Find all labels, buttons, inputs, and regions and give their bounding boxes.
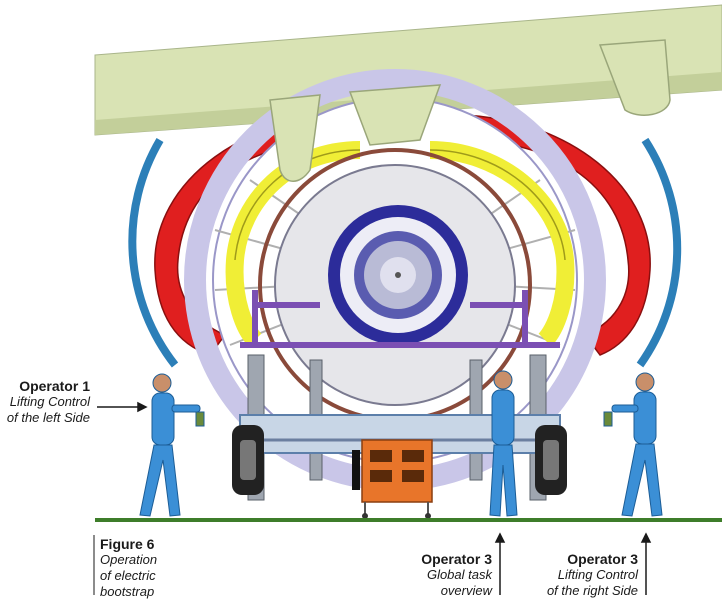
operator-left-figure: [139, 373, 205, 517]
operator3-right-label: Operator 3 Lifting Control of the right …: [520, 551, 638, 599]
operator3-right-line1: Lifting Control: [557, 567, 638, 582]
operator3-global-line1: Global task: [426, 567, 492, 582]
figure-line1: Operation: [100, 552, 158, 567]
right-yellow-edge: [429, 149, 566, 261]
right-red-cowl: [439, 114, 651, 356]
core-tip: [395, 272, 401, 278]
operator-right-figure: [603, 372, 663, 517]
operator3-right-line2: of the right Side: [546, 583, 638, 598]
left-wheel: [232, 425, 264, 495]
right-pylon: [598, 39, 671, 116]
operator3-global-title: Operator 3: [421, 551, 492, 567]
control-cart: [352, 439, 433, 519]
bootstrap-frame: [240, 290, 560, 348]
operator1-label: Operator 1 Lifting Control of the left S…: [0, 378, 90, 426]
figure-caption: Figure 6 Operation of electric bootstrap: [100, 536, 157, 600]
ground-line: [95, 518, 722, 522]
right-wheel: [535, 425, 567, 495]
operator-center-figure: [489, 370, 518, 517]
operator3-global-label: Operator 3 Global task overview: [392, 551, 492, 599]
operator3-global-line2: overview: [440, 583, 492, 598]
operator1-line1: Lifting Control: [9, 394, 90, 409]
figure-line2: of electric: [100, 568, 156, 583]
figure-line3: bootstrap: [100, 584, 155, 599]
right-blue-cowl: [636, 137, 682, 368]
operator1-line2: of the left Side: [6, 410, 90, 425]
left-pylon: [269, 94, 321, 182]
left-yellow-edge: [234, 149, 361, 261]
label-arrows: [93, 401, 652, 595]
operator3-right-title: Operator 3: [567, 551, 638, 567]
center-pylon: [348, 84, 442, 146]
left-blue-cowl: [128, 137, 179, 368]
operator1-title: Operator 1: [19, 378, 90, 394]
figure-title: Figure 6: [100, 536, 155, 552]
